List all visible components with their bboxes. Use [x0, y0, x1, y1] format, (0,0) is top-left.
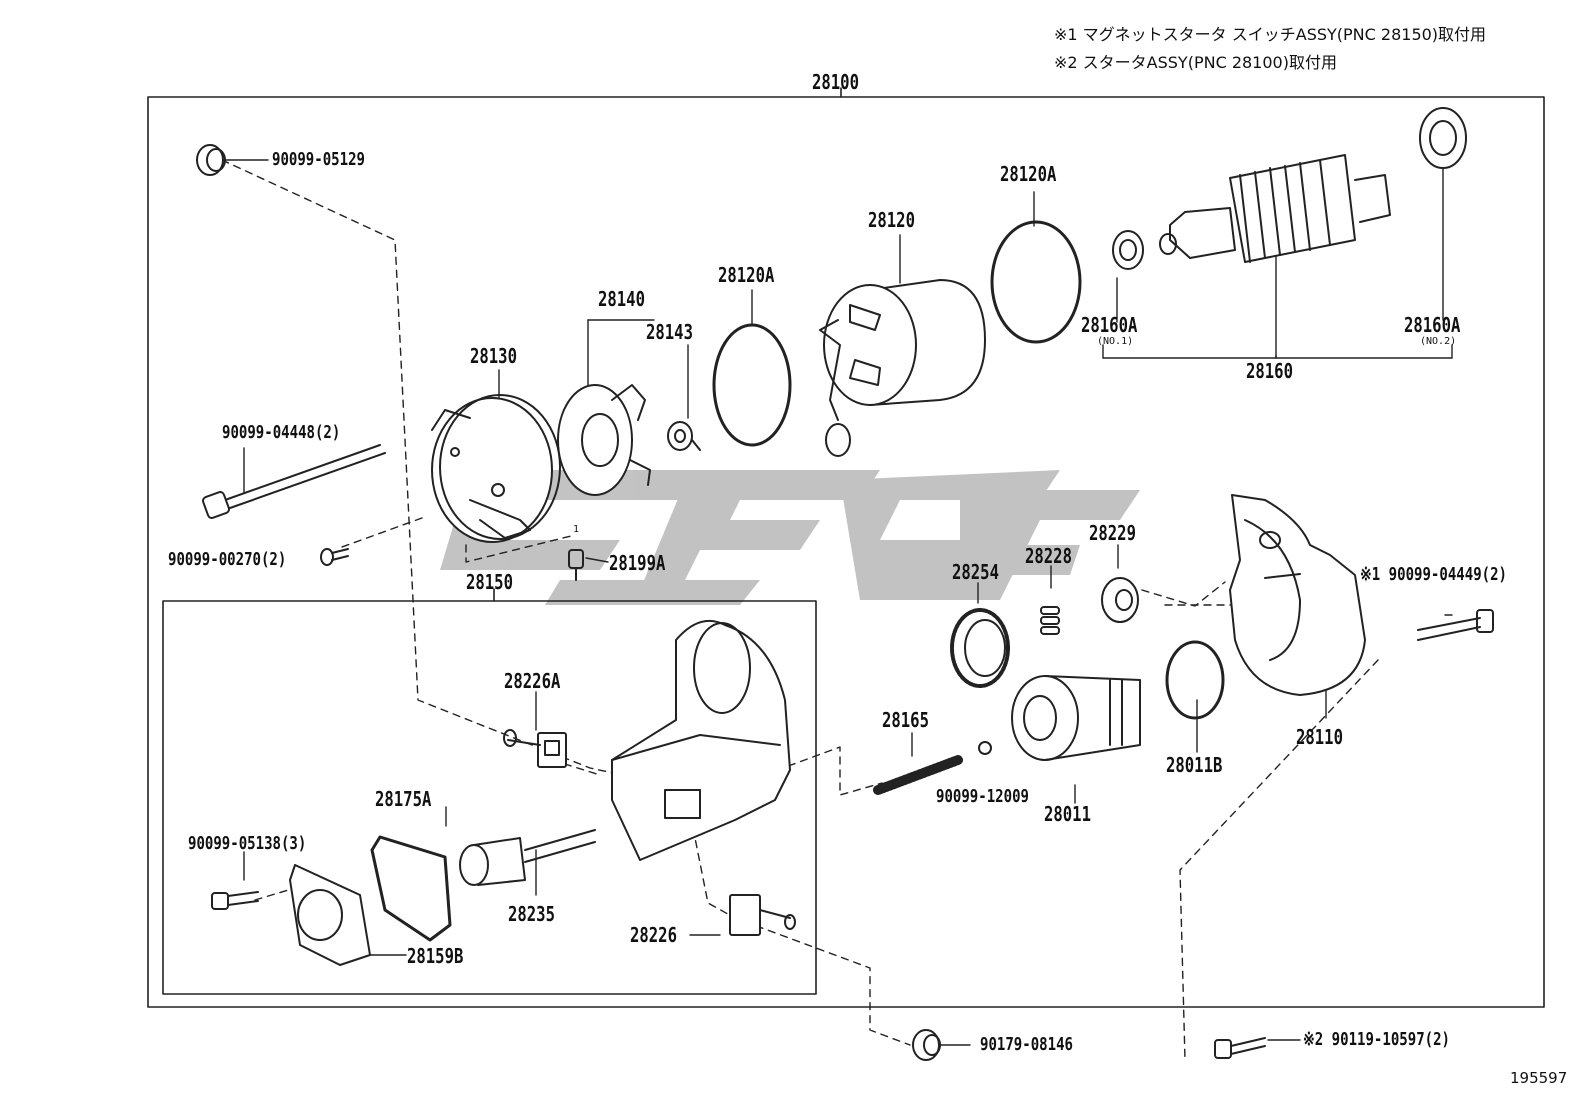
part-label-28226A: 28226A — [504, 669, 561, 693]
o-ring-28120A-right-icon — [990, 220, 1082, 344]
yoke-28120-icon — [819, 279, 986, 457]
note-1: ※1 マグネットスタータ スイッチASSY(PNC 28150)取付用 — [1054, 25, 1487, 44]
part-label-28160A-no1: 28160A — [1081, 313, 1138, 337]
part-label-28165: 28165 — [882, 708, 929, 732]
part-label-28130: 28130 — [470, 344, 517, 368]
assembly-28100-frame — [147, 96, 1545, 1008]
part-label-90099-04448: 90099-04448(2) — [222, 422, 341, 443]
nut-90179-08146-icon — [912, 1029, 941, 1061]
bolt-90119-10597-icon — [1214, 1037, 1266, 1059]
part-label-28120A-left: 28120A — [718, 263, 775, 287]
part-label-28160A-no2: 28160A — [1404, 313, 1461, 337]
ball-90099-12009-icon — [978, 741, 992, 755]
subassembly-28150-label: 28150 — [466, 570, 513, 594]
part-label-28159B: 28159B — [407, 944, 464, 968]
retainer-28229-icon — [1101, 577, 1139, 623]
terminal-28199A-icon — [568, 549, 584, 581]
contact-28226-icon — [729, 894, 796, 936]
housing-28110-icon — [1229, 494, 1366, 696]
spring-28143-icon — [667, 421, 701, 451]
part-label-28140: 28140 — [598, 287, 645, 311]
cover-28159B-icon — [289, 864, 371, 966]
part-label-28120A-right: 28120A — [1000, 162, 1057, 186]
part-label-90099-00270: 90099-00270(2) — [168, 549, 287, 570]
part-label-90119-10597: ※2 90119-10597(2) — [1303, 1029, 1451, 1050]
end-frame-28130-icon — [431, 394, 561, 543]
bearing-28160A-no1-icon — [1112, 230, 1144, 270]
screw-90099-00270-icon — [320, 548, 349, 566]
part-label-90099-05129: 90099-05129 — [272, 149, 365, 170]
gasket-28175A-icon — [370, 835, 452, 942]
magnetic-switch-housing-icon — [611, 620, 791, 861]
o-ring-28120A-left-icon — [712, 323, 792, 447]
o-ring-28011B-icon — [1165, 640, 1225, 720]
leader-lines — [224, 159, 1453, 1046]
gear-28254-icon — [950, 608, 1010, 688]
part-sublabel-no2: (NO.2) — [1420, 336, 1457, 347]
part-label-28110: 28110 — [1296, 725, 1343, 749]
part-label-28011B: 28011B — [1166, 753, 1223, 777]
part-label-28160: 28160 — [1246, 359, 1293, 383]
bolt-90099-04449-icon — [1417, 609, 1494, 641]
rollers-28228-icon — [1040, 606, 1060, 635]
part-label-90179-08146: 90179-08146 — [980, 1034, 1073, 1055]
part-label-28175A: 28175A — [375, 787, 432, 811]
part-label-28143: 28143 — [646, 320, 693, 344]
part-sublabel-no1: (NO.1) — [1097, 336, 1134, 347]
part-label-90099-04449: ※1 90099-04449(2) — [1360, 564, 1508, 585]
nut-90099-05129-icon — [196, 144, 226, 176]
part-label-28254: 28254 — [952, 560, 999, 584]
part-label-28235: 28235 — [508, 902, 555, 926]
assembly-28100-label: 28100 — [812, 70, 859, 94]
spring-28165-icon — [873, 755, 963, 795]
plunger-28235-icon — [459, 829, 596, 886]
dashed-assembly-lines — [221, 159, 1379, 1061]
document-number: 195597 — [1510, 1069, 1568, 1087]
through-bolt-icon — [202, 444, 386, 519]
bearing-28160A-no2-icon — [1419, 107, 1467, 169]
part-label-28228: 28228 — [1025, 544, 1072, 568]
part-label-90099-12009: 90099-12009 — [936, 786, 1029, 807]
contact-28226A-icon — [503, 729, 567, 768]
part-label-28011: 28011 — [1044, 802, 1091, 826]
subassembly-28150-frame — [162, 600, 817, 995]
part-label-90099-05138: 90099-05138(3) — [188, 833, 307, 854]
brush-holder-28140-icon — [557, 384, 651, 496]
note-2: ※2 スタータASSY(PNC 28100)取付用 — [1054, 53, 1337, 72]
part-label-28226: 28226 — [630, 923, 677, 947]
part-label-28199A-mark: 1 — [573, 524, 580, 535]
bolt-90099-05138-icon — [211, 891, 259, 910]
watermark-logo — [440, 470, 1140, 605]
part-label-28199A: 28199A — [609, 551, 666, 575]
clutch-28011-icon — [1011, 675, 1141, 761]
armature-28160-icon — [1159, 154, 1391, 263]
part-label-28229: 28229 — [1089, 521, 1136, 545]
part-label-28120: 28120 — [868, 208, 915, 232]
